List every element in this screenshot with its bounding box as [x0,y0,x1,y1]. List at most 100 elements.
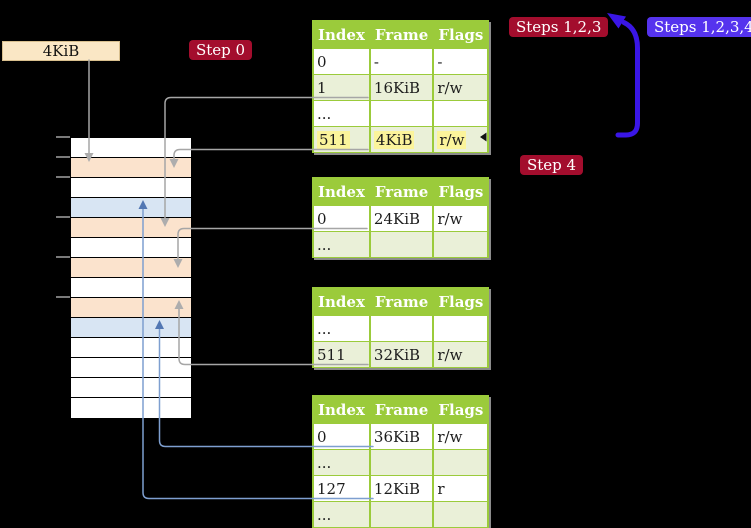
memory-row-page-table [71,258,191,278]
pt-cell: ... [312,501,371,528]
pt-header-cell: Index [312,395,371,424]
pt-cell: 127 [312,475,371,502]
pt-header-cell: Index [312,287,371,316]
memory-row-mapped-page [71,318,191,338]
recursive-loop-arrow [615,20,640,138]
pt-cell [368,231,435,258]
memory-row-free [71,338,191,358]
pt-cell: 12KiB [368,475,435,502]
pt-header-cell: Frame [368,20,435,49]
pt-header-cell: Index [312,177,371,206]
step-0-badge: Step 0 [189,40,253,60]
pt-cell [432,501,490,528]
pt-cell [368,314,435,342]
memory-row-free [71,178,191,198]
memory-tick [56,176,70,178]
pt-cell: - [432,47,490,75]
pt-header-cell: Flags [432,395,490,424]
pt-row: ... [312,501,490,528]
memory-row-free [71,238,191,258]
pt-cell: r [432,475,490,502]
pt-cell: r/w [432,126,490,153]
pt-cell: 4KiB [368,126,435,153]
pt-header-cell: Frame [368,177,435,206]
pt-row: ... [312,314,490,342]
pt-cell: 32KiB [368,341,435,368]
pt-cell [432,449,490,476]
memory-tick [56,256,70,258]
pt-header-cell: Flags [432,20,490,49]
memory-row-free [71,358,191,378]
pt-cell: 24KiB [368,204,435,232]
memory-tick [56,296,70,298]
pt-cell: 0 [312,204,371,232]
pt-cell: ... [312,314,371,342]
highlighted-value: r/w [437,130,467,149]
highlighted-value: 4KiB [373,130,415,149]
pt-row: ... [312,100,490,127]
pt-cell [368,501,435,528]
memory-row-free [71,378,191,398]
pt-cell: 511 [312,341,371,368]
pt-cell: r/w [432,74,490,101]
memory-row-page-table [71,218,191,238]
pt-cell: 1 [312,74,371,101]
memory-row-free [71,398,191,418]
pt-header-cell: Flags [432,177,490,206]
pt-cell: r/w [432,341,490,368]
memory-tick [56,216,70,218]
pt-cell: r/w [432,204,490,232]
steps-123-badge: Steps 1,2,3 [509,17,609,37]
memory-tick [56,156,70,158]
pt-cell: ... [312,100,371,127]
pt-cell: ... [312,449,371,476]
pt-cell: 0 [312,422,371,450]
pt-cell [432,314,490,342]
memory-row-mapped-page [71,198,191,218]
pt-cell [368,449,435,476]
steps-1234-badge: Steps 1,2,3,4 [647,17,751,37]
pt-row: 511 4KiB r/w [312,126,490,153]
pt-header-cell: Frame [368,287,435,316]
step-4-badge: Step 4 [520,155,584,175]
pt-cell: 36KiB [368,422,435,450]
memory-column [70,137,192,419]
memory-row-page-table [71,298,191,318]
memory-row-page-table [71,158,191,178]
pt-cell: 511 [312,126,371,153]
recursive-loop-arrow-head [607,13,626,29]
pt-cell: ... [312,231,371,258]
pt-header-cell: Flags [432,287,490,316]
pt-cell: 16KiB [368,74,435,101]
highlighted-value: 511 [317,130,350,149]
memory-tick [56,136,70,138]
pt-cell: r/w [432,422,490,450]
pt-row: ... [312,449,490,476]
pt-header-cell: Index [312,20,371,49]
pt-row: 0-- [312,47,490,75]
pt-cell: - [368,47,435,75]
pt-cell [432,231,490,258]
pt-cell [432,100,490,127]
frame-size-label: 4KiB [2,41,120,61]
pt-cell: 0 [312,47,371,75]
pt-cell [368,100,435,127]
